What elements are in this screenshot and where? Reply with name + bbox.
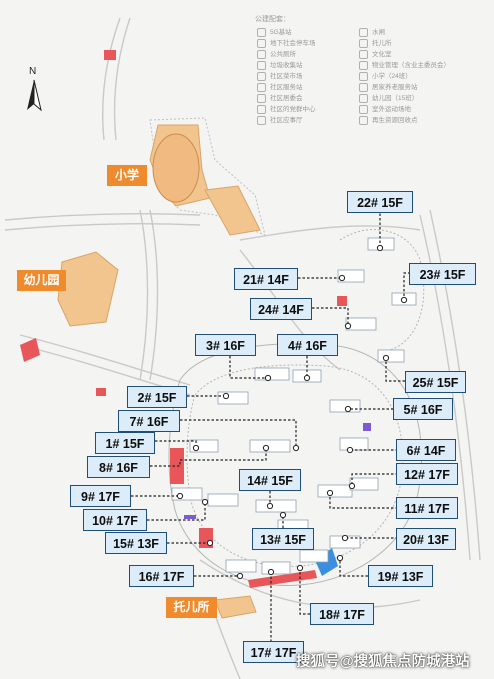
legend-panel: 公建配套： 5G基站 地下社会停车场 公共厕所 垃圾收集站 社区菜市场 社区服务… bbox=[255, 14, 485, 134]
building-label-3[interactable]: 3# 16F bbox=[195, 334, 256, 356]
legend-item: 社区服务站 bbox=[257, 83, 303, 93]
sports-icon bbox=[359, 105, 368, 114]
school-campus bbox=[149, 117, 266, 236]
building-label-14[interactable]: 14# 15F bbox=[239, 469, 301, 491]
legend-item: 小学（24班） bbox=[359, 72, 412, 82]
legend-item: 社区菜市场 bbox=[257, 72, 303, 82]
north-label: N bbox=[29, 66, 37, 77]
legend-item: 文化室 bbox=[359, 50, 392, 60]
legend-item: 室外运动场地 bbox=[359, 105, 411, 115]
legend-item: 垃圾收集站 bbox=[257, 61, 303, 71]
legend-item: 水闸 bbox=[359, 28, 385, 38]
legend-item: 地下社会停车场 bbox=[257, 39, 316, 49]
building-label-18[interactable]: 18# 17F bbox=[310, 603, 374, 625]
building-footprints bbox=[171, 237, 417, 575]
building-label-12[interactable]: 12# 17F bbox=[396, 463, 458, 485]
legend-item: 5G基站 bbox=[257, 28, 292, 38]
legend-item: 幼儿园（15班） bbox=[359, 94, 418, 104]
legend-item: 居家养老服务站 bbox=[359, 83, 418, 93]
building-label-21[interactable]: 21# 14F bbox=[234, 268, 298, 290]
building-label-2[interactable]: 2# 15F bbox=[127, 386, 187, 408]
building-label-17[interactable]: 17# 17F bbox=[243, 641, 304, 663]
nursery-icon bbox=[359, 39, 368, 48]
trash-icon bbox=[257, 61, 266, 70]
school-tag: 小学 bbox=[107, 165, 147, 186]
building-label-23[interactable]: 23# 15F bbox=[409, 263, 476, 285]
market-icon bbox=[257, 72, 266, 81]
kindergarten-icon bbox=[359, 94, 368, 103]
watermark-text: 搜狐号@搜狐焦点防城港站 bbox=[296, 654, 470, 670]
facility-marker-purple bbox=[363, 423, 371, 431]
property-icon bbox=[359, 61, 368, 70]
legend-item: 社区居委会 bbox=[257, 94, 303, 104]
building-label-25[interactable]: 25# 15F bbox=[405, 371, 466, 393]
legend-item: 社区应事厅 bbox=[257, 116, 303, 126]
building-label-20[interactable]: 20# 13F bbox=[396, 528, 456, 550]
building-label-22[interactable]: 22# 15F bbox=[347, 191, 413, 213]
legend-item: 公共厕所 bbox=[257, 50, 296, 60]
nursery-tag: 托儿所 bbox=[166, 597, 217, 618]
legend-title: 公建配套： bbox=[255, 16, 290, 23]
legend-item: 物业管理（含业主委员会） bbox=[359, 61, 450, 71]
building-label-1[interactable]: 1# 15F bbox=[95, 432, 155, 454]
legend-item: 再生资源回收点 bbox=[359, 116, 418, 126]
school-icon bbox=[359, 72, 368, 81]
5g-icon bbox=[257, 28, 266, 37]
building-label-10[interactable]: 10# 17F bbox=[83, 509, 147, 531]
building-label-13[interactable]: 13# 15F bbox=[252, 528, 314, 550]
toilet-icon bbox=[257, 50, 266, 59]
committee-icon bbox=[257, 94, 266, 103]
building-label-8[interactable]: 8# 16F bbox=[87, 456, 150, 478]
recycle-icon bbox=[359, 116, 368, 125]
party-icon bbox=[257, 105, 266, 114]
service-icon bbox=[257, 83, 266, 92]
building-label-9[interactable]: 9# 17F bbox=[70, 485, 131, 507]
north-arrow-icon: N bbox=[18, 66, 50, 118]
building-label-4[interactable]: 4# 16F bbox=[277, 334, 338, 356]
building-label-7[interactable]: 7# 16F bbox=[118, 410, 180, 432]
building-label-5[interactable]: 5# 16F bbox=[393, 398, 453, 420]
kindergarten-tag: 幼儿园 bbox=[17, 270, 66, 291]
building-label-24[interactable]: 24# 14F bbox=[250, 298, 312, 320]
elderly-icon bbox=[359, 83, 368, 92]
building-label-19[interactable]: 19# 13F bbox=[368, 565, 433, 587]
legend-item: 托儿所 bbox=[359, 39, 392, 49]
kindergarten-campus bbox=[20, 251, 119, 362]
facility-marker-purple-2 bbox=[184, 515, 196, 519]
sluice-icon bbox=[359, 28, 368, 37]
culture-icon bbox=[359, 50, 368, 59]
leader-lines bbox=[131, 209, 415, 642]
legend-item: 社区的党群中心 bbox=[257, 105, 316, 115]
leader-endpoints bbox=[176, 244, 408, 580]
nursery-area bbox=[214, 595, 257, 619]
building-label-11[interactable]: 11# 17F bbox=[396, 497, 458, 519]
building-label-15[interactable]: 15# 13F bbox=[105, 532, 167, 554]
hall-icon bbox=[257, 116, 266, 125]
building-label-6[interactable]: 6# 14F bbox=[396, 439, 456, 461]
building-label-16[interactable]: 16# 17F bbox=[129, 565, 194, 587]
parking-icon bbox=[257, 39, 266, 48]
